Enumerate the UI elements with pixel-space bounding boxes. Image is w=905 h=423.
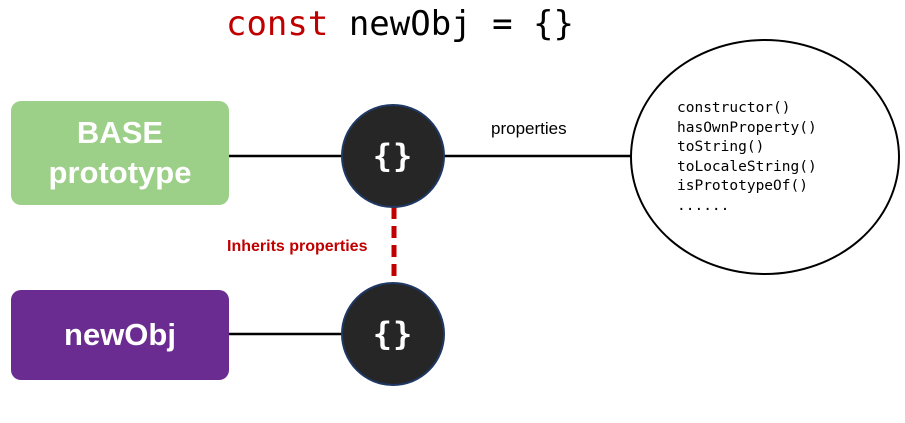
title-keyword: const <box>225 4 329 44</box>
inherits-properties-label: Inherits properties <box>227 238 368 255</box>
property-item: isPrototypeOf() <box>677 178 808 194</box>
property-item: toLocaleString() <box>677 158 817 175</box>
property-item: toString() <box>677 139 765 155</box>
property-item: hasOwnProperty() <box>677 119 817 136</box>
braces-icon: {} <box>372 137 414 175</box>
property-item: ...... <box>677 197 730 214</box>
newobj-label: newObj <box>64 317 176 352</box>
newobj-object-circle: {} <box>341 282 445 386</box>
base-prototype-line1: BASE <box>76 115 164 150</box>
base-prototype-box: BASE prototype <box>11 101 229 205</box>
base-prototype-line2: prototype <box>48 155 192 190</box>
title-expression: newObj = {} <box>348 4 574 44</box>
properties-list: constructor() hasOwnProperty() toString(… <box>677 99 817 216</box>
code-title: const newObj = {} <box>0 2 800 46</box>
prototype-object-circle: {} <box>341 104 445 208</box>
properties-circle <box>630 39 900 275</box>
properties-edge-label: properties <box>491 119 567 138</box>
newobj-box: newObj <box>11 290 229 380</box>
braces-icon: {} <box>372 315 414 353</box>
property-item: constructor() <box>677 100 791 116</box>
